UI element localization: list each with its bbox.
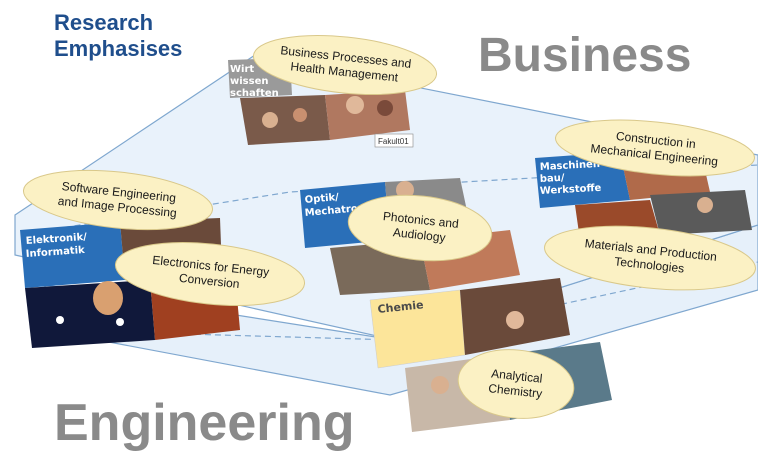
maschinen-label-3: Werkstoffe bbox=[540, 183, 602, 197]
wirtschaft-label-3: schaften bbox=[230, 88, 279, 99]
fakult-tag-box bbox=[374, 133, 414, 148]
title-line-2: Emphasises bbox=[54, 36, 183, 61]
bubble-materials: Materials and Production Technologies bbox=[544, 225, 756, 291]
optik-label-1: Optik/ bbox=[304, 192, 339, 206]
elektronik-label-1: Elektronik/ bbox=[25, 232, 87, 247]
maschinen-label-1: Maschinen bbox=[540, 159, 601, 173]
bubble-photonics: Photonics and Audiology bbox=[347, 194, 493, 262]
elektronik-label-2: Informatik bbox=[25, 245, 85, 260]
page-title: Research Emphasises bbox=[54, 10, 182, 62]
chemie-label: Chemie bbox=[377, 298, 424, 316]
fakult-tag: Fakult01 bbox=[378, 137, 409, 146]
title-line-1: Research bbox=[54, 10, 154, 35]
bubble-analytical-line2: Chemistry bbox=[488, 381, 543, 401]
maschinen-label-2: bau/ bbox=[540, 173, 566, 185]
bubble-business-processes: Business Processes and Health Management bbox=[252, 35, 438, 95]
bubble-software: Software Engineering and Image Processin… bbox=[22, 169, 214, 231]
bubble-electronics-line2: Conversion bbox=[178, 271, 240, 291]
wirtschaft-label-2: wissen bbox=[230, 76, 268, 87]
bubble-photonics-line2: Audiology bbox=[392, 225, 446, 244]
bubble-analytical-line1: Analytical bbox=[491, 366, 544, 385]
wirtschaft-label-1: Wirt bbox=[230, 64, 254, 75]
wirtschaft-photos bbox=[228, 58, 410, 145]
bubble-construction: Construction in Mechanical Engineering bbox=[555, 119, 755, 177]
bubble-electronics: Electronics for Energy Conversion bbox=[114, 242, 306, 306]
engineering-label: Engineering bbox=[54, 394, 355, 452]
bubble-analytical: Analytical Chemistry bbox=[457, 349, 575, 419]
business-label: Business bbox=[478, 29, 692, 82]
